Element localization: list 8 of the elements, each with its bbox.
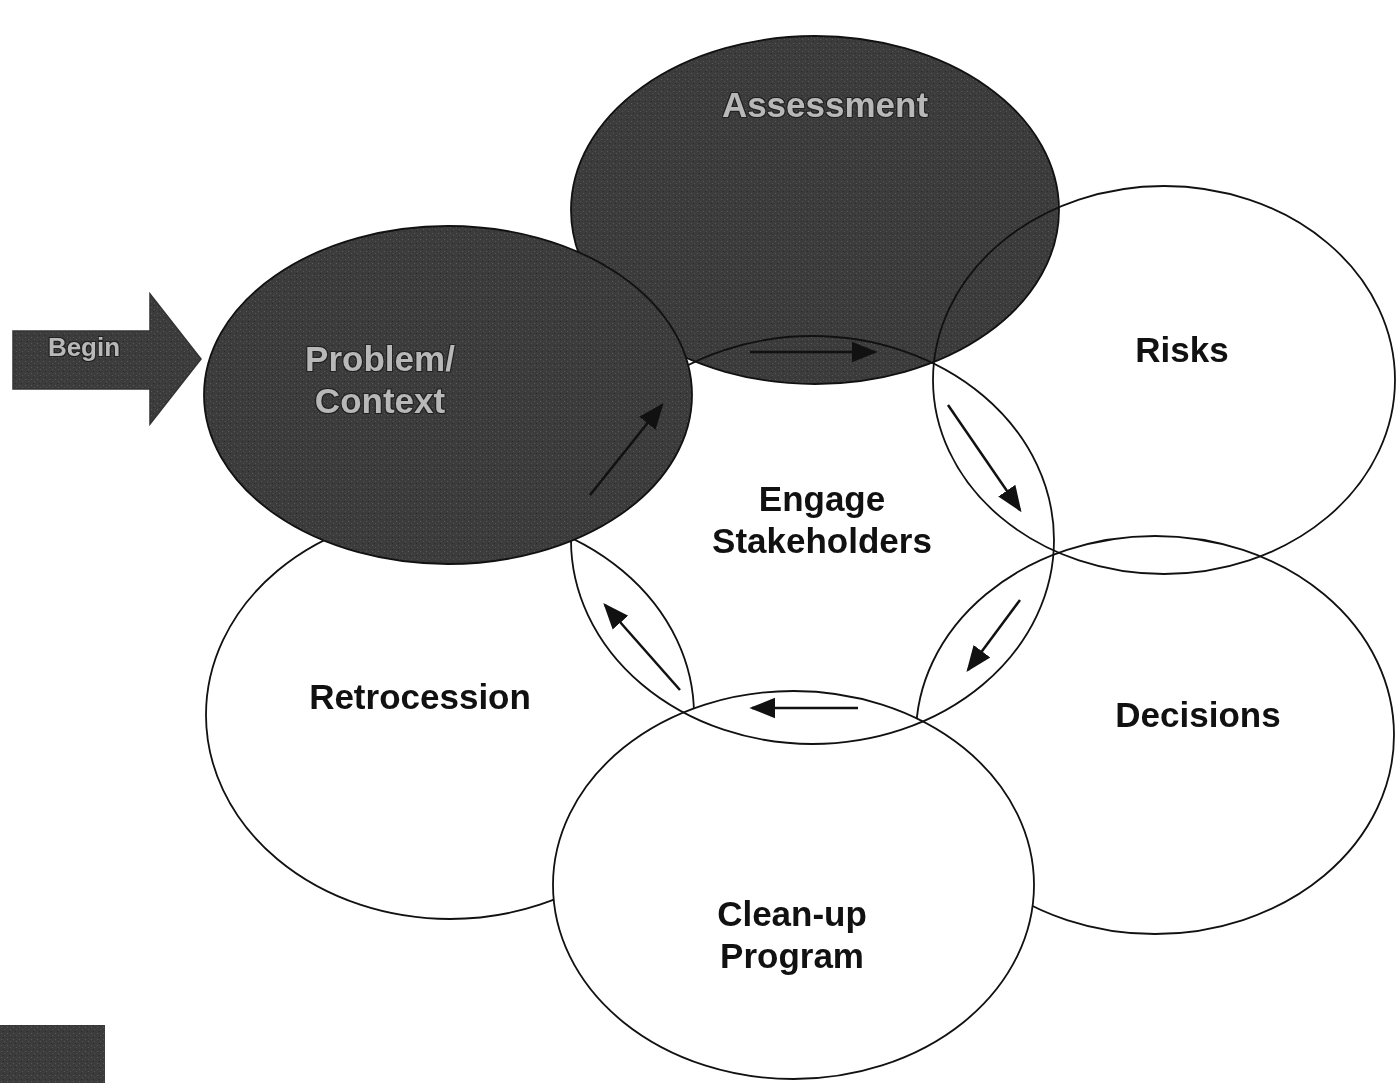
node-label: Assessment: [720, 84, 930, 126]
node-label: Retrocession: [308, 676, 532, 718]
node-label: Problem/ Context: [304, 338, 456, 422]
node-label: Risks: [1134, 329, 1230, 371]
node-label: Decisions: [1114, 694, 1282, 736]
node-label: Engage Stakeholders: [711, 478, 933, 562]
node-label: Clean-up Program: [716, 893, 868, 977]
node-label: Begin: [46, 332, 122, 364]
